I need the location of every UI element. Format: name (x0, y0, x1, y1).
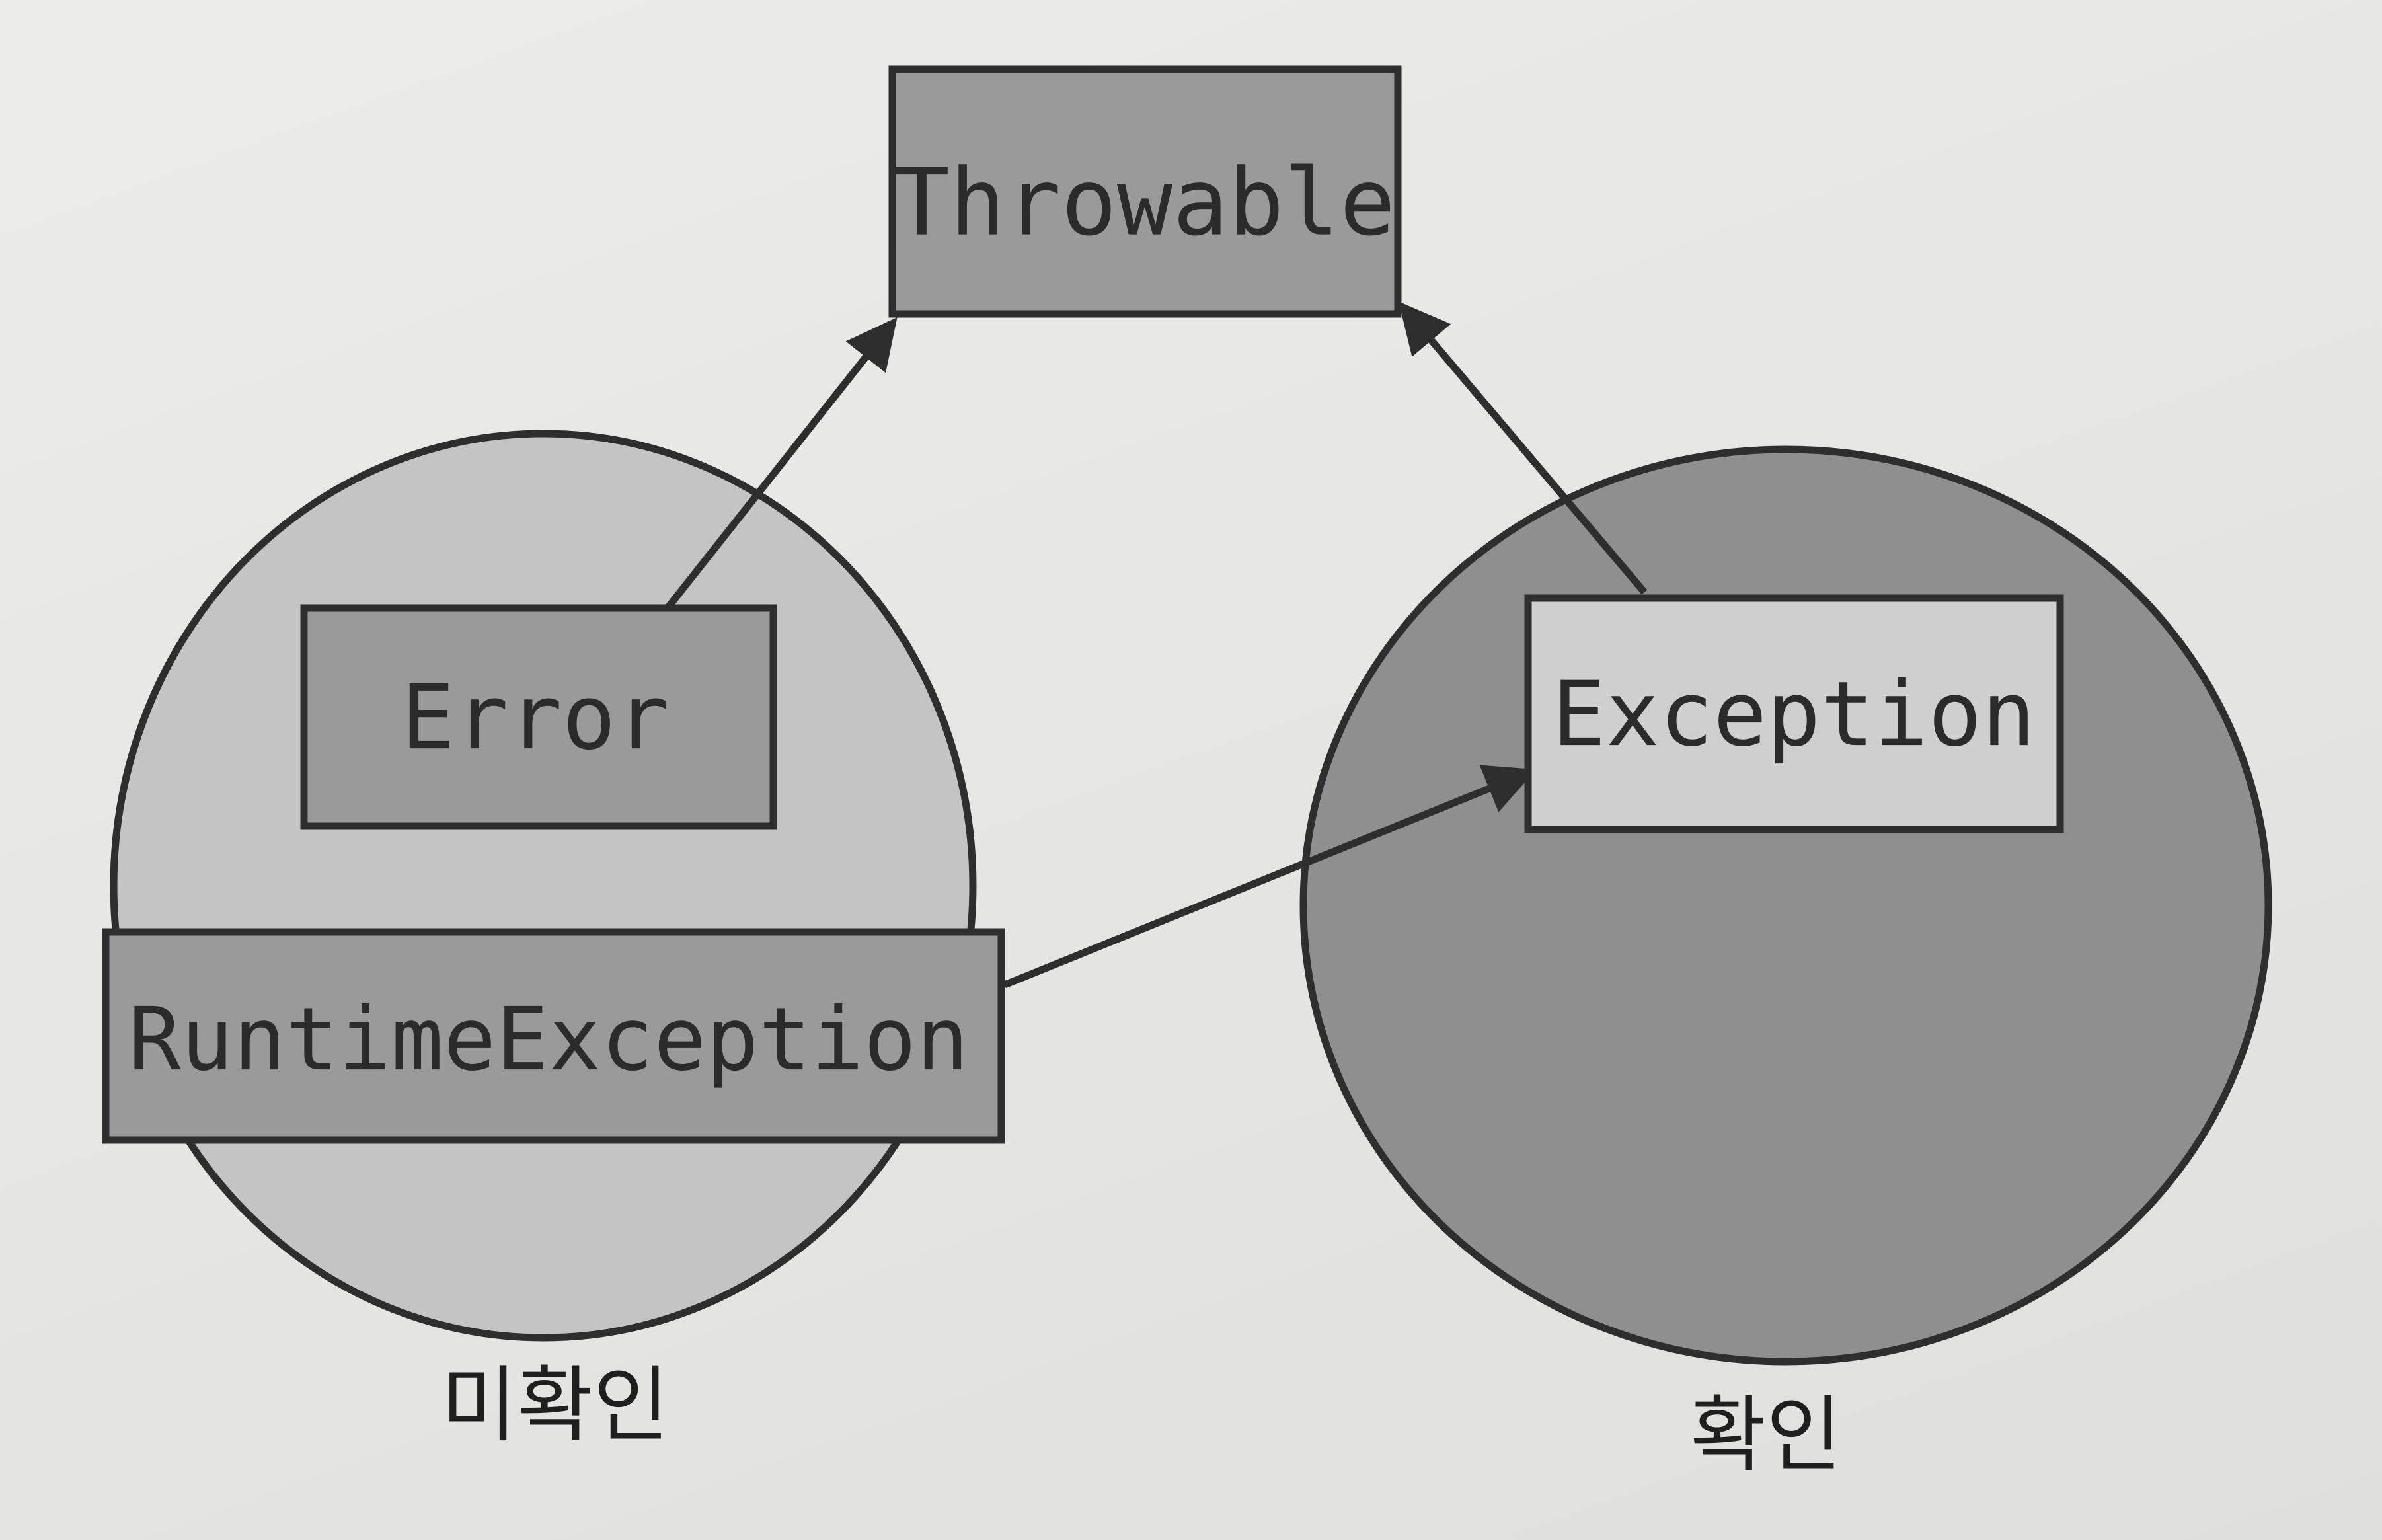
error-node-label: Error (401, 666, 670, 769)
throwable-node-label: Throwable (894, 149, 1396, 257)
runtime-exception-node-label: RuntimeException (128, 989, 969, 1091)
unchecked-group-label: 미확인 (442, 1358, 670, 1453)
edge-error-to-throwable (664, 317, 898, 611)
throwable-node-box (888, 65, 1402, 318)
edge-exception-to-throwable (1399, 301, 1648, 595)
checked-group-circle (1299, 445, 2272, 1366)
exception-node-label: Exception (1552, 662, 2036, 766)
error-node-box (300, 604, 777, 830)
unchecked-group-circle (110, 430, 977, 1342)
exception-node-box (1524, 594, 2064, 833)
checked-group-label: 확인 (1690, 1387, 1842, 1483)
runtime-exception-node-box (102, 928, 1005, 1144)
edge-runtime-exception-to-exception (1003, 765, 1537, 989)
